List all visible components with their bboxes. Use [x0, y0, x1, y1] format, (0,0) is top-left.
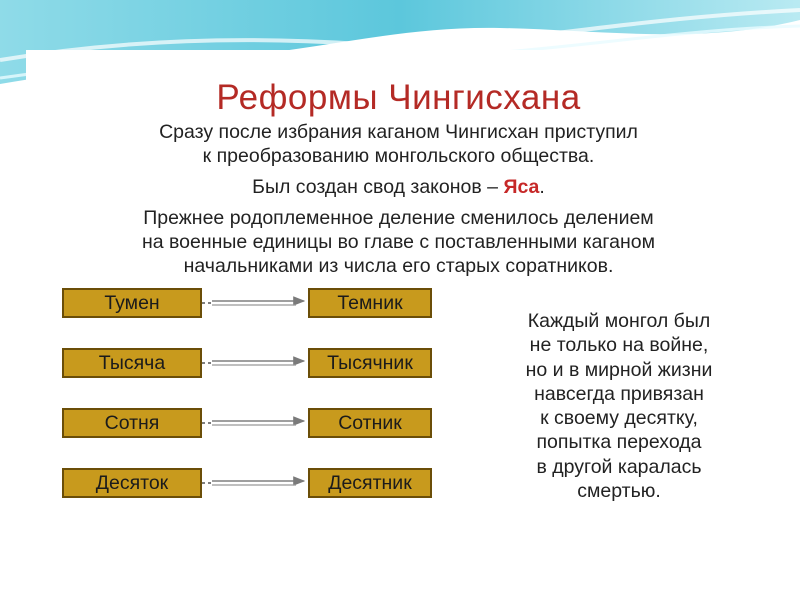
arrow-row-3 — [202, 476, 306, 486]
division-line: на военные единицы во главе с поставленн… — [142, 231, 655, 253]
intro-line: к преобразованию монгольского общества. — [202, 145, 595, 167]
arrow-row-1 — [202, 356, 306, 366]
unit-box-thousand: Тысяча — [62, 348, 202, 378]
note-line: не только на войне, — [529, 334, 709, 357]
note-line: смертью. — [577, 480, 661, 503]
intro-text: Сразу после избрания каганом Чингисхан п… — [26, 120, 771, 168]
note-line: в другой каралась — [536, 455, 702, 478]
slide-content: Реформы Чингисхана Сразу после избрания … — [26, 50, 771, 525]
page-title: Реформы Чингисхана — [216, 78, 581, 117]
note-line: к своему десятку, — [540, 407, 698, 430]
note-line: попытка перехода — [536, 431, 702, 454]
division-line: начальниками из числа его старых соратни… — [183, 255, 614, 277]
note-line: но и в мирной жизни — [525, 358, 713, 381]
unit-box-tumen: Тумен — [62, 288, 202, 318]
leader-box-desyatnik: Десятник — [308, 468, 432, 498]
note-text: Каждый монгол был не только на войне, но… — [474, 309, 764, 503]
note-line: навсегда привязан — [534, 382, 704, 405]
leader-box-sotnik: Сотник — [308, 408, 432, 438]
arrows-layer — [202, 296, 306, 486]
intro-line: Сразу после избрания каганом Чингисхан п… — [159, 121, 638, 143]
note-line: Каждый монгол был — [527, 310, 711, 332]
division-text: Прежнее родоплеменное деление сменилось … — [26, 206, 771, 278]
leader-box-tysyachnik: Тысячник — [308, 348, 432, 378]
division-line: Прежнее родоплеменное деление сменилось … — [143, 207, 654, 229]
law-code-suffix: . — [539, 176, 545, 198]
arrow-row-2 — [202, 416, 306, 426]
leader-box-temnik: Темник — [308, 288, 432, 318]
law-code-prefix: Был создан свод законов – — [252, 176, 504, 198]
unit-box-ten: Десяток — [62, 468, 202, 498]
law-code-text: Был создан свод законов – Яса. — [26, 175, 771, 199]
yasa-highlight: Яса — [503, 176, 540, 198]
unit-box-hundred: Сотня — [62, 408, 202, 438]
arrow-row-0 — [202, 296, 306, 306]
